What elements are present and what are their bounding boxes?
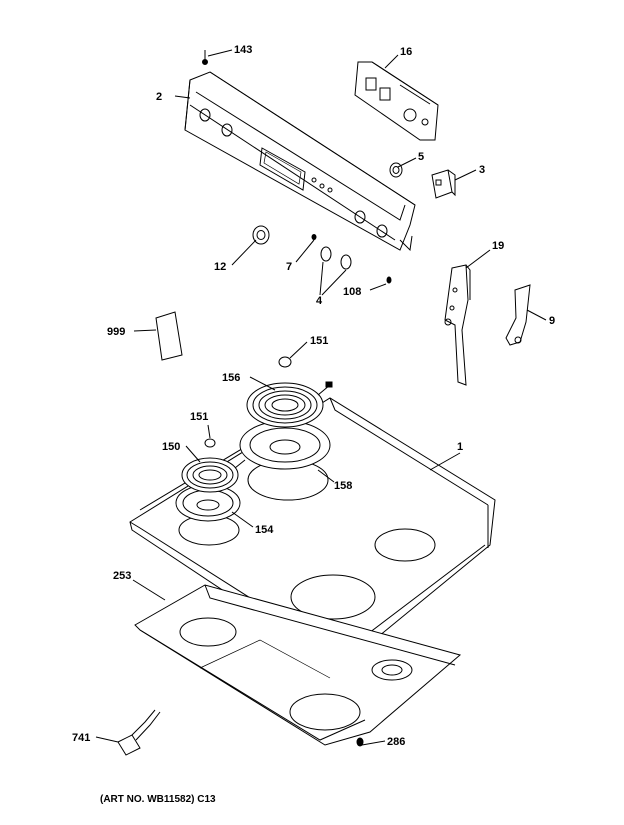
clip-286 bbox=[356, 737, 364, 747]
label-741: 741 bbox=[72, 732, 90, 744]
label-9: 9 bbox=[549, 315, 555, 327]
label-2: 2 bbox=[156, 91, 162, 103]
surface-element-156 bbox=[246, 381, 333, 428]
label-12: 12 bbox=[214, 261, 226, 273]
label-158: 158 bbox=[334, 480, 352, 492]
label-16: 16 bbox=[400, 46, 412, 58]
spring-7 bbox=[311, 234, 317, 240]
label-151-mid: 151 bbox=[190, 411, 208, 423]
burner-box-253 bbox=[134, 584, 462, 746]
screw-143 bbox=[202, 50, 208, 65]
knobs-4 bbox=[320, 246, 352, 270]
label-150: 150 bbox=[162, 441, 180, 453]
label-19: 19 bbox=[492, 240, 504, 252]
label-1: 1 bbox=[457, 441, 463, 453]
surface-element-150 bbox=[181, 457, 246, 493]
art-number-caption: (ART NO. WB11582) C13 bbox=[100, 794, 216, 805]
literature-card-999 bbox=[155, 311, 183, 361]
callout-labels: 143 16 2 5 3 12 7 4 108 19 9 999 151 156… bbox=[72, 44, 555, 748]
knob-12 bbox=[252, 225, 270, 245]
trim-ring-151-b bbox=[204, 438, 216, 448]
label-7: 7 bbox=[286, 261, 292, 273]
bracket-19 bbox=[444, 264, 471, 386]
switch-3 bbox=[431, 169, 456, 199]
label-3: 3 bbox=[479, 164, 485, 176]
label-151-top: 151 bbox=[310, 335, 328, 347]
power-cord-741 bbox=[117, 709, 161, 756]
label-286: 286 bbox=[387, 736, 405, 748]
label-999: 999 bbox=[107, 326, 125, 338]
label-108: 108 bbox=[343, 286, 361, 298]
label-4: 4 bbox=[316, 295, 323, 307]
label-156: 156 bbox=[222, 372, 240, 384]
knob-5 bbox=[389, 162, 403, 178]
control-panel-backsplash bbox=[184, 71, 416, 252]
part-108 bbox=[386, 276, 392, 284]
drip-pan-158 bbox=[239, 420, 331, 470]
trim-ring-151-a bbox=[278, 356, 292, 368]
label-5: 5 bbox=[418, 151, 424, 163]
part-9 bbox=[505, 284, 531, 346]
label-143: 143 bbox=[234, 44, 252, 56]
label-154: 154 bbox=[255, 524, 274, 536]
leader-lines bbox=[95, 49, 547, 746]
label-253: 253 bbox=[113, 570, 131, 582]
clock-timer bbox=[354, 61, 439, 141]
